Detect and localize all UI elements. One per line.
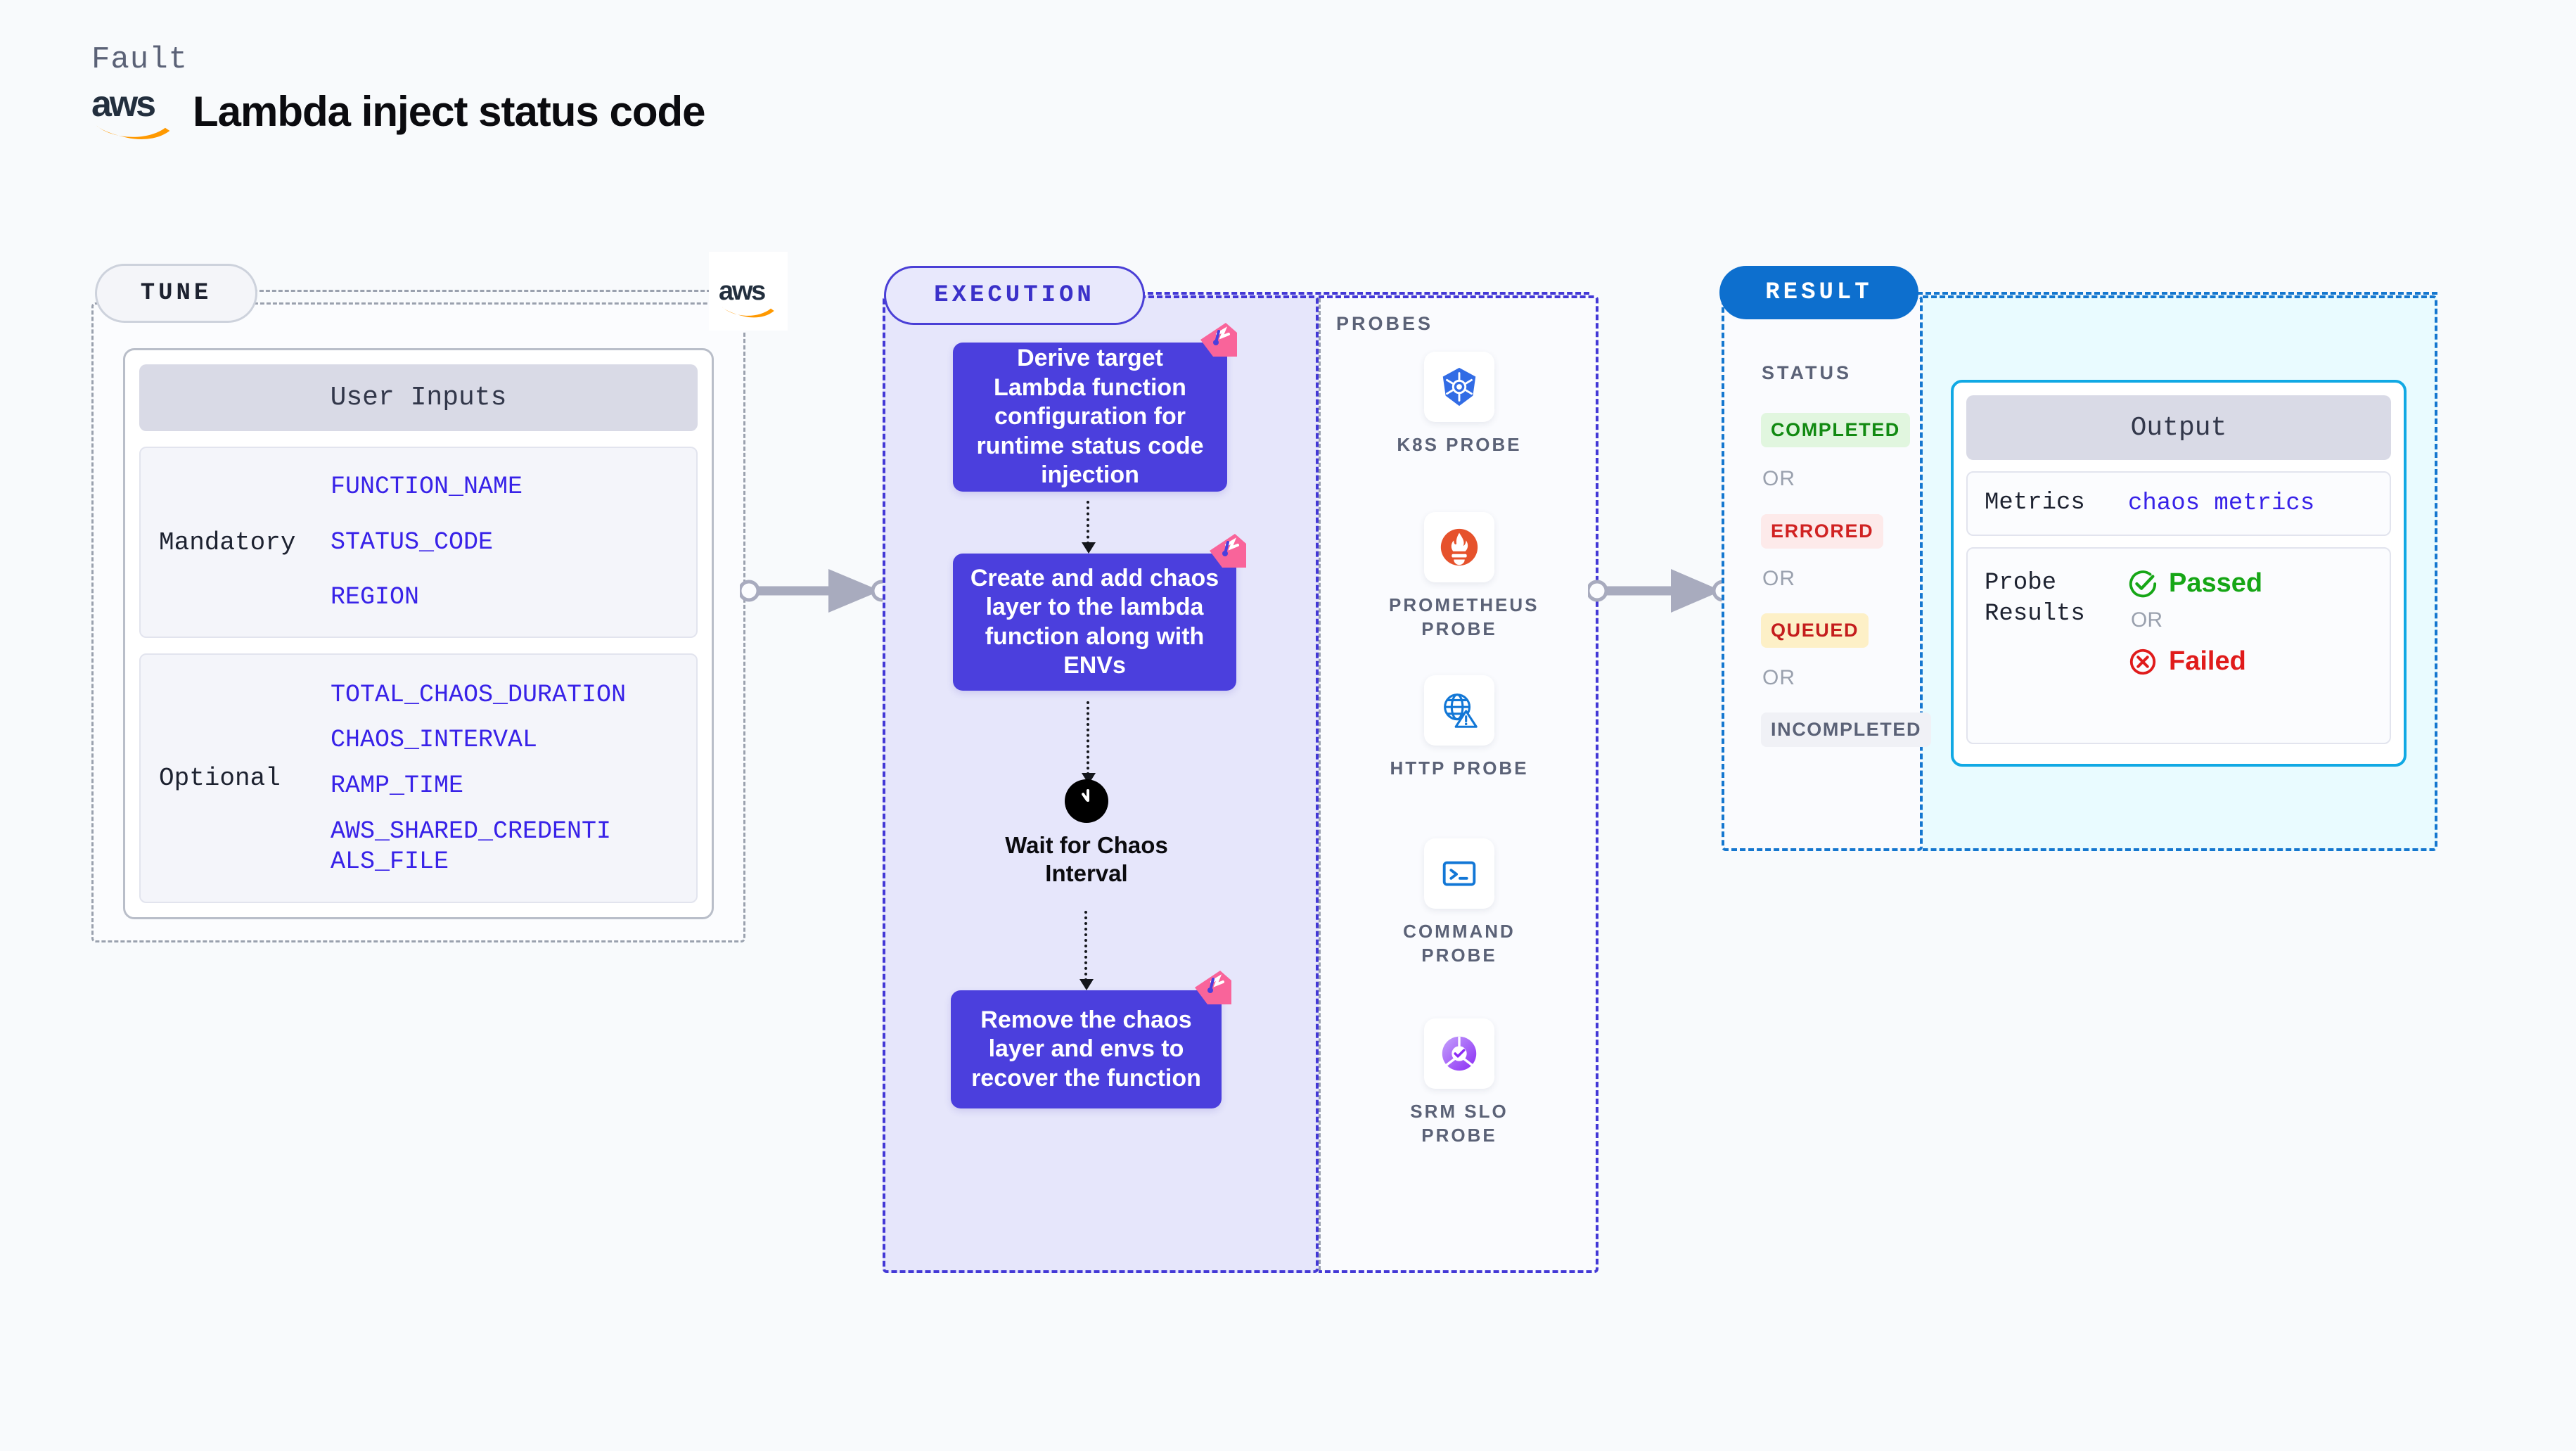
- probe-result-or-label: OR: [2131, 608, 2162, 632]
- probe-label: HTTP PROBE: [1390, 758, 1529, 779]
- probe-label: K8S PROBE: [1397, 434, 1522, 455]
- execution-dash-connector: [1139, 292, 1589, 295]
- execution-flow-arrow: [1082, 501, 1096, 554]
- litmus-logo-icon: [1192, 969, 1234, 1009]
- probe-item[interactable]: COMMAND PROBE: [1389, 838, 1530, 968]
- param-chaos-interval: CHAOS_INTERVAL: [331, 726, 538, 755]
- wait-for-chaos-interval-node: Wait for Chaos Interval: [985, 779, 1188, 887]
- tune-pill-label: TUNE: [95, 264, 257, 323]
- http-globe-warning-icon: [1424, 675, 1494, 746]
- param-status-code: STATUS_CODE: [331, 528, 494, 556]
- metrics-value: chaos metrics: [2128, 490, 2315, 517]
- check-circle-icon: [2129, 570, 2157, 597]
- probes-divider: [1319, 298, 1321, 1270]
- status-or-label: OR: [1762, 567, 1795, 590]
- litmus-logo-icon: [1207, 532, 1249, 572]
- param-ramp-time: RAMP_TIME: [331, 772, 464, 800]
- execution-step-text: Remove the chaos layer and envs to recov…: [971, 1006, 1201, 1092]
- status-badge: QUEUED: [1761, 613, 1869, 648]
- page-header: Fault aws Lambda inject status code: [91, 42, 706, 139]
- kubernetes-icon: [1424, 352, 1494, 422]
- status-badge: COMPLETED: [1761, 413, 1910, 447]
- output-title: Output: [1966, 395, 2391, 460]
- status-section-label: STATUS: [1762, 362, 1852, 383]
- srm-slo-icon: [1424, 1018, 1494, 1089]
- mandatory-param-group: Mandatory FUNCTION_NAME STATUS_CODE REGI…: [139, 447, 698, 638]
- optional-param-group: Optional TOTAL_CHAOS_DURATION CHAOS_INTE…: [139, 653, 698, 903]
- probe-results-row: Probe Results Passed OR Failed: [1966, 547, 2391, 744]
- probe-results-label: Probe Results: [1985, 570, 2085, 627]
- probe-label: COMMAND PROBE: [1403, 921, 1516, 966]
- probe-item[interactable]: K8S PROBE: [1389, 352, 1530, 457]
- result-panel: [1722, 295, 1923, 851]
- status-or-label: OR: [1762, 467, 1795, 490]
- metrics-label: Metrics: [1985, 490, 2085, 517]
- prometheus-icon: [1424, 512, 1494, 582]
- user-inputs-card: User Inputs Mandatory FUNCTION_NAME STAT…: [123, 348, 714, 919]
- probes-panel: [1319, 295, 1598, 1273]
- execution-step-card: Derive target Lambda function configurat…: [953, 323, 1237, 492]
- execution-step-text: Derive target Lambda function configurat…: [976, 345, 1204, 489]
- execution-flow-arrow: [1082, 701, 1096, 784]
- optional-param-list: TOTAL_CHAOS_DURATION CHAOS_INTERVAL RAMP…: [331, 672, 696, 884]
- probes-section-label: PROBES: [1336, 313, 1434, 334]
- execution-flow-arrow: [1079, 911, 1094, 990]
- metrics-row: Metrics chaos metrics: [1966, 471, 2391, 536]
- execution-step-card: Create and add chaos layer to the lambda…: [953, 534, 1246, 691]
- aws-logo-badge-icon: aws: [709, 252, 788, 331]
- title-row: aws Lambda inject status code: [91, 86, 706, 139]
- execution-to-result-arrow: [1588, 559, 1736, 622]
- execution-step-card: Remove the chaos layer and envs to recov…: [951, 971, 1231, 1108]
- param-aws-shared-credentials-file: AWS_SHARED_CREDENTIALS_FILE: [331, 817, 612, 876]
- x-circle-icon: [2129, 648, 2156, 675]
- litmus-logo-icon: [1198, 321, 1240, 361]
- tune-to-execution-arrow: [740, 559, 895, 622]
- result-dash-connector: [1917, 292, 2437, 295]
- param-region: REGION: [331, 583, 420, 612]
- probe-label: SRM SLO PROBE: [1410, 1101, 1508, 1146]
- execution-step-text: Create and add chaos layer to the lambda…: [970, 564, 1219, 679]
- mandatory-label: Mandatory: [159, 528, 296, 557]
- mandatory-param-list: FUNCTION_NAME STATUS_CODE REGION: [331, 459, 696, 625]
- fault-kind-label: Fault: [91, 42, 188, 77]
- probe-result-failed: Failed: [2128, 646, 2390, 677]
- failed-label: Failed: [2169, 646, 2246, 676]
- aws-logo-icon: aws: [91, 86, 174, 139]
- status-or-label: OR: [1762, 666, 1795, 689]
- probe-label: PROMETHEUS PROBE: [1389, 594, 1539, 639]
- user-inputs-title: User Inputs: [139, 364, 698, 431]
- probe-item[interactable]: SRM SLO PROBE: [1389, 1018, 1530, 1148]
- optional-label: Optional: [159, 764, 281, 793]
- execution-pill-label: EXECUTION: [884, 266, 1145, 325]
- tune-dash-connector: [253, 290, 717, 292]
- output-card: Output Metrics chaos metrics Probe Resul…: [1951, 380, 2407, 767]
- param-function-name: FUNCTION_NAME: [331, 472, 523, 501]
- probe-item[interactable]: PROMETHEUS PROBE: [1389, 512, 1539, 641]
- probe-item[interactable]: HTTP PROBE: [1389, 675, 1530, 781]
- clock-icon: [1065, 779, 1108, 823]
- wait-node-label: Wait for Chaos Interval: [1005, 832, 1168, 886]
- page-title: Lambda inject status code: [193, 87, 706, 135]
- status-badge: INCOMPLETED: [1761, 712, 1932, 747]
- param-total-chaos-duration: TOTAL_CHAOS_DURATION: [331, 680, 627, 709]
- probe-result-passed: Passed: [2128, 568, 2390, 599]
- status-badge: ERRORED: [1761, 514, 1884, 549]
- passed-label: Passed: [2169, 568, 2263, 598]
- result-pill-label: RESULT: [1719, 266, 1918, 319]
- terminal-icon: [1424, 838, 1494, 909]
